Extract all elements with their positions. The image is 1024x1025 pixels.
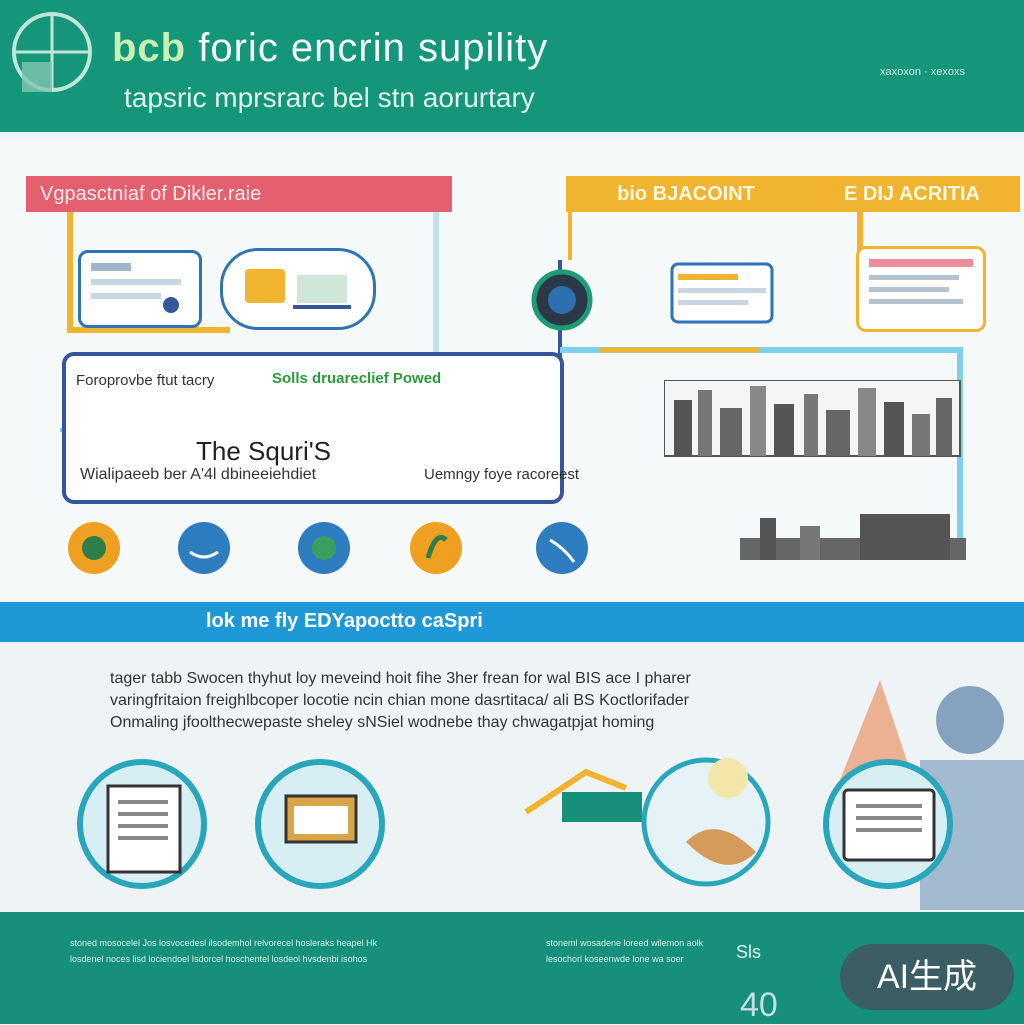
laptop-circle-icon — [255, 759, 385, 889]
tag-right: E DIJ ACRITIA — [804, 176, 1020, 212]
browser-window-icon — [670, 262, 774, 324]
section-band — [0, 602, 1024, 642]
city-skyline-2-icon — [740, 514, 966, 560]
person-tablet-illustration-icon — [524, 757, 771, 887]
dashboard-icon — [91, 263, 181, 313]
ai-generated-badge: AI生成 — [840, 944, 1014, 1010]
paragraph-line-2: varingfritaion freighlbcoper locotie nci… — [110, 692, 689, 709]
tag-middle: bio BJACOINT — [566, 176, 806, 212]
screen-card-3 — [856, 246, 986, 332]
leaf-circle-icon — [410, 522, 462, 574]
paragraph-line-3: Onmaling jfoolthecwepaste sheley sNSiel … — [110, 714, 655, 731]
target-circle-icon — [531, 269, 593, 331]
title-lead: bcb — [112, 26, 187, 70]
footer-text-right-2: lesochorl koseenwde lone wa soer — [546, 954, 684, 964]
info-box — [62, 352, 564, 504]
footer-corner-number: 40 — [740, 986, 778, 1024]
city-skyline-icon — [664, 380, 961, 457]
money-circle-icon — [298, 522, 350, 574]
tag-left: Vgpasctniaf of Dikler.raie — [26, 176, 452, 212]
globe-circle-icon — [536, 522, 588, 574]
box-line-2: Wialipaeeb ber A'4l dbineeiehdiet — [80, 466, 317, 483]
box-green-text: Solls druareclief Powed — [272, 370, 442, 387]
footer-text-left-1: stoned mosocelel Jos losvocedesl ilsodem… — [70, 938, 378, 948]
footer-text-left-2: losdenel noces lisd lociendoel Isdorcel … — [70, 954, 368, 964]
band-text: lok me fly EDYapoctto caSpri — [206, 610, 483, 632]
paragraph-block: tager tabb Swocen thyhut loy meveind hoi… — [110, 668, 691, 734]
plant-circle-icon — [68, 522, 120, 574]
box-line-1: Foroprovbe ftut tacry — [76, 372, 215, 389]
footer-text-right-1: stoneml wosadene loreed wilemon aolk — [546, 938, 704, 948]
globe-logo-icon — [12, 12, 92, 92]
document-circle-2-icon — [823, 759, 953, 889]
document-circle-icon — [77, 759, 207, 889]
screen-card-1 — [78, 250, 202, 328]
box-right-text: Uemngy foye racoreest — [424, 466, 580, 483]
footer-right-label: Sls — [736, 942, 762, 962]
list-window-icon — [869, 259, 973, 304]
header-right-text: xaxoxon · xexoxs — [880, 66, 965, 78]
laptop-icon — [245, 269, 351, 309]
header-bar — [0, 0, 1024, 132]
paragraph-line-1: tager tabb Swocen thyhut loy meveind hoi… — [110, 670, 691, 687]
box-heading: The Squri'S — [196, 436, 332, 466]
page-title: bcb foric encrin supility — [112, 26, 548, 71]
title-rest: foric encrin supility — [198, 26, 549, 70]
page-subtitle: tapsric mprsrarc bel stn aorurtary — [124, 82, 535, 113]
blue-circle-icon — [178, 522, 230, 574]
screen-card-2 — [220, 248, 376, 330]
